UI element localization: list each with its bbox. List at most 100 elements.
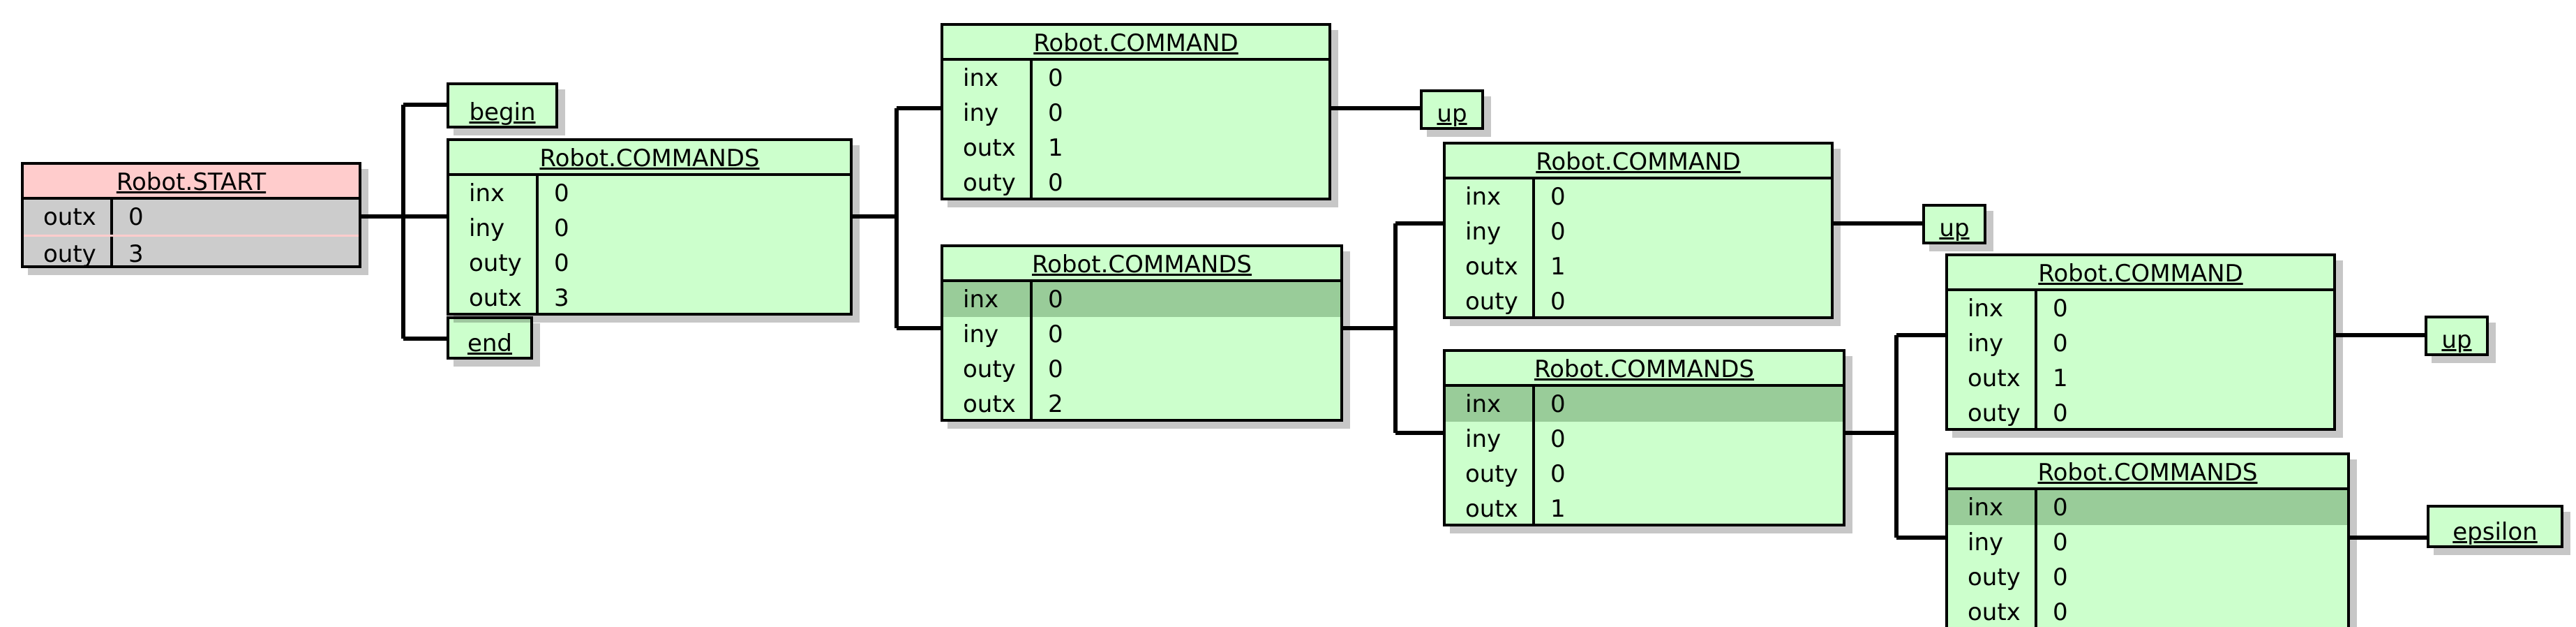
node-robot-commands-2[interactable]: Robot.COMMANDS inx 0 iny 0 outy 0 outx 2 [941, 244, 1343, 422]
attr-key: outy [943, 165, 1033, 198]
node-robot-command-2-title: Robot.COMMAND [1446, 145, 1831, 179]
attr-value: 0 [1048, 320, 1063, 348]
attr-key: inx [449, 176, 539, 211]
table-row: outy 3 [24, 235, 359, 268]
attr-value: 0 [2053, 529, 2068, 556]
terminal-end-label: end [467, 330, 513, 357]
terminal-up-1-label: up [1437, 100, 1467, 128]
node-robot-commands-4-title: Robot.COMMANDS [1948, 455, 2347, 490]
attr-key: outy [1948, 560, 2037, 595]
table-row: outy 0 [1948, 396, 2333, 428]
table-row: iny 0 [1948, 525, 2347, 560]
attr-value: 0 [1048, 355, 1063, 383]
node-robot-commands-3-rows: inx 0 iny 0 outy 0 outx 1 [1446, 387, 1843, 524]
attr-value: 3 [128, 240, 144, 268]
node-robot-commands-1[interactable]: Robot.COMMANDS inx 0 iny 0 outy 0 outx 3 [447, 138, 853, 316]
table-row: iny 0 [1948, 326, 2333, 361]
terminal-begin[interactable]: begin [447, 82, 558, 128]
table-row: inx 0 [1948, 291, 2333, 326]
attr-value: 0 [1550, 390, 1566, 418]
attr-key: iny [1446, 214, 1535, 249]
terminal-up-2-label: up [1939, 214, 1970, 242]
table-row: outx 1 [1446, 249, 1831, 284]
attr-value: 0 [1048, 286, 1063, 314]
attr-value: 0 [2053, 598, 2068, 626]
attr-key: outy [449, 246, 539, 281]
attr-key: outy [1948, 396, 2037, 428]
attr-value: 0 [1048, 169, 1063, 197]
attr-value: 0 [1550, 183, 1566, 211]
node-robot-commands-4[interactable]: Robot.COMMANDS inx 0 iny 0 outy 0 outx 0 [1945, 452, 2350, 627]
attr-key: inx [943, 282, 1033, 317]
terminal-up-2[interactable]: up [1922, 204, 1986, 244]
attr-value: 1 [1550, 495, 1566, 523]
table-row: inx 0 [943, 282, 1340, 317]
node-robot-command-2-rows: inx 0 iny 0 outx 1 outy 0 [1446, 179, 1831, 316]
attr-value: 0 [1550, 425, 1566, 453]
attr-key: outy [1446, 457, 1535, 492]
table-row: iny 0 [943, 96, 1328, 131]
attr-key: iny [1446, 422, 1535, 457]
attr-key: inx [943, 61, 1033, 96]
table-row: outy 0 [449, 246, 850, 281]
attr-key: inx [1948, 291, 2037, 326]
terminal-up-3[interactable]: up [2425, 316, 2489, 356]
table-row: outy 0 [1446, 457, 1843, 492]
attr-key: iny [1948, 525, 2037, 560]
attr-key: outx [1948, 361, 2037, 396]
node-robot-commands-4-rows: inx 0 iny 0 outy 0 outx 0 [1948, 490, 2347, 627]
attr-value: 0 [128, 203, 144, 231]
attr-value: 2 [1048, 390, 1063, 418]
attr-value: 1 [2053, 364, 2068, 392]
terminal-epsilon[interactable]: epsilon [2427, 505, 2563, 548]
table-row: outx 3 [449, 281, 850, 313]
node-robot-commands-3-title: Robot.COMMANDS [1446, 352, 1843, 387]
attr-key: inx [1948, 490, 2037, 525]
attr-key: outy [1446, 284, 1535, 316]
table-row: inx 0 [1948, 490, 2347, 525]
table-row: iny 0 [943, 317, 1340, 352]
table-row: outy 0 [1948, 560, 2347, 595]
table-row: outx 1 [943, 131, 1328, 165]
node-robot-command-3[interactable]: Robot.COMMAND inx 0 iny 0 outx 1 outy 0 [1945, 253, 2336, 431]
attr-value: 0 [2053, 295, 2068, 323]
attr-key: iny [1948, 326, 2037, 361]
terminal-up-1[interactable]: up [1420, 89, 1484, 130]
table-row: outx 2 [943, 387, 1340, 419]
attr-value: 0 [1550, 460, 1566, 488]
attr-value: 0 [2053, 330, 2068, 357]
terminal-epsilon-label: epsilon [2453, 518, 2538, 546]
attr-key: outy [24, 237, 113, 265]
attr-key: iny [449, 211, 539, 246]
table-row: iny 0 [1446, 214, 1831, 249]
node-robot-command-1-rows: inx 0 iny 0 outx 1 outy 0 [943, 61, 1328, 198]
terminal-end[interactable]: end [447, 316, 533, 360]
node-robot-start-rows: outx 0 outy 3 [24, 200, 359, 268]
node-robot-commands-3[interactable]: Robot.COMMANDS inx 0 iny 0 outy 0 outx 1 [1443, 349, 1845, 526]
node-robot-start[interactable]: Robot.START outx 0 outy 3 [21, 162, 361, 268]
table-row: iny 0 [1446, 422, 1843, 457]
node-robot-commands-1-rows: inx 0 iny 0 outy 0 outx 3 [449, 176, 850, 313]
attr-key: outx [1446, 249, 1535, 284]
attr-key: outx [943, 131, 1033, 165]
attr-value: 0 [2053, 563, 2068, 591]
attr-value: 1 [1550, 253, 1566, 281]
table-row: outy 0 [943, 165, 1328, 198]
attr-value: 0 [554, 249, 569, 277]
attr-key: outx [24, 200, 113, 235]
attr-key: iny [943, 317, 1033, 352]
table-row: inx 0 [1446, 387, 1843, 422]
attr-key: outx [1446, 492, 1535, 524]
attr-key: outx [1948, 595, 2037, 627]
table-row: outx 1 [1446, 492, 1843, 524]
node-robot-command-2[interactable]: Robot.COMMAND inx 0 iny 0 outx 1 outy 0 [1443, 142, 1834, 319]
attr-value: 0 [1048, 99, 1063, 127]
node-robot-command-1-title: Robot.COMMAND [943, 26, 1328, 61]
node-robot-command-3-title: Robot.COMMAND [1948, 256, 2333, 291]
node-robot-commands-1-title: Robot.COMMANDS [449, 141, 850, 176]
attr-key: outx [943, 387, 1033, 419]
table-row: inx 0 [1446, 179, 1831, 214]
node-robot-command-1[interactable]: Robot.COMMAND inx 0 iny 0 outx 1 outy 0 [941, 23, 1331, 200]
attr-value: 0 [1048, 64, 1063, 92]
attr-value: 0 [554, 214, 569, 242]
